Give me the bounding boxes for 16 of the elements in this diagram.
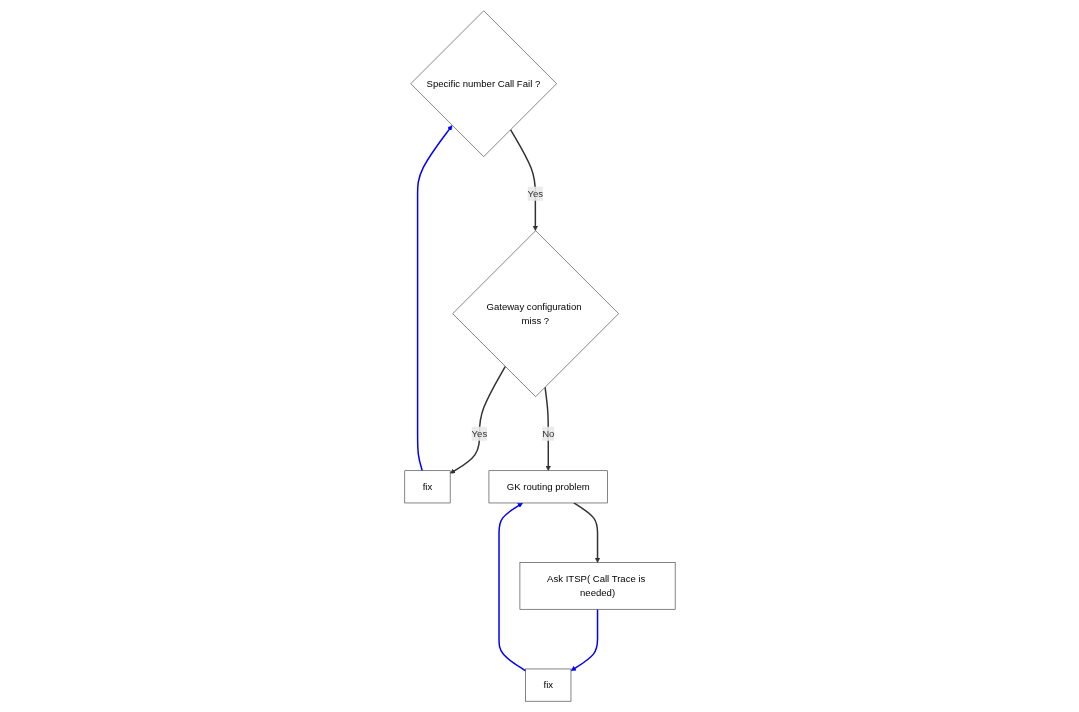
- node-box: GK routing problem: [488, 470, 608, 504]
- node-box: fix: [404, 470, 450, 504]
- arrow: [449, 365, 506, 474]
- node-box: Ask ITSP( Call Trace is needed): [519, 562, 675, 610]
- arrow: [543, 386, 551, 471]
- node-diamond: Gateway configuration miss ?: [451, 230, 619, 397]
- arrow: [416, 125, 452, 472]
- edge-label: Yes: [527, 188, 543, 199]
- arrow: [570, 608, 598, 671]
- arrow: [572, 502, 600, 563]
- node-box: fix: [524, 668, 571, 702]
- arrow: [509, 128, 538, 231]
- edge-label: No: [541, 428, 554, 439]
- edge-label: Yes: [471, 428, 487, 439]
- arrow: [497, 502, 526, 672]
- node-diamond: Specific number Call Fail ?: [410, 10, 557, 157]
